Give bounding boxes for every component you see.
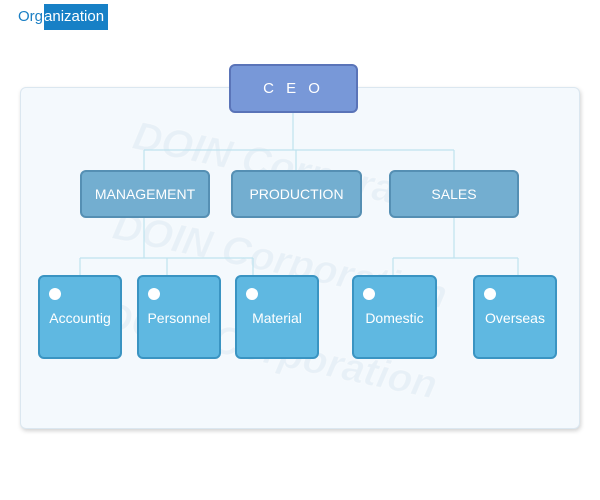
page-title-part1: Org bbox=[18, 8, 44, 25]
team-overseas-box: Overseas bbox=[473, 275, 557, 359]
page-title-part2-highlighted: anization bbox=[44, 4, 109, 30]
team-domestic-label: Domestic bbox=[365, 310, 424, 326]
bullet-dot-icon bbox=[363, 288, 375, 300]
team-personnel-box: Personnel bbox=[137, 275, 221, 359]
dept-management-box: MANAGEMENT bbox=[80, 170, 210, 218]
bullet-dot-icon bbox=[49, 288, 61, 300]
org-chart-panel: DOIN Corporation DOIN Corporation DOIN C… bbox=[20, 87, 580, 429]
team-personnel-label: Personnel bbox=[147, 310, 211, 326]
watermark: DOIN Corporation DOIN Corporation DOIN C… bbox=[99, 113, 472, 408]
dept-management-label: MANAGEMENT bbox=[94, 186, 196, 202]
team-domestic-box: Domestic bbox=[352, 275, 437, 359]
bullet-dot-icon bbox=[148, 288, 160, 300]
dept-production-box: PRODUCTION bbox=[231, 170, 362, 218]
team-material-label: Material bbox=[252, 310, 302, 326]
team-accounting-box: Accountig bbox=[38, 275, 122, 359]
dept-sales-box: SALES bbox=[389, 170, 519, 218]
bullet-dot-icon bbox=[484, 288, 496, 300]
dept-sales-label: SALES bbox=[431, 186, 477, 202]
team-material-box: Material bbox=[235, 275, 319, 359]
ceo-label: C E O bbox=[263, 80, 324, 97]
ceo-box: C E O bbox=[229, 64, 358, 113]
team-overseas-label: Overseas bbox=[485, 310, 545, 326]
dept-production-label: PRODUCTION bbox=[249, 186, 344, 202]
team-accounting-label: Accountig bbox=[49, 310, 111, 326]
bullet-dot-icon bbox=[246, 288, 258, 300]
